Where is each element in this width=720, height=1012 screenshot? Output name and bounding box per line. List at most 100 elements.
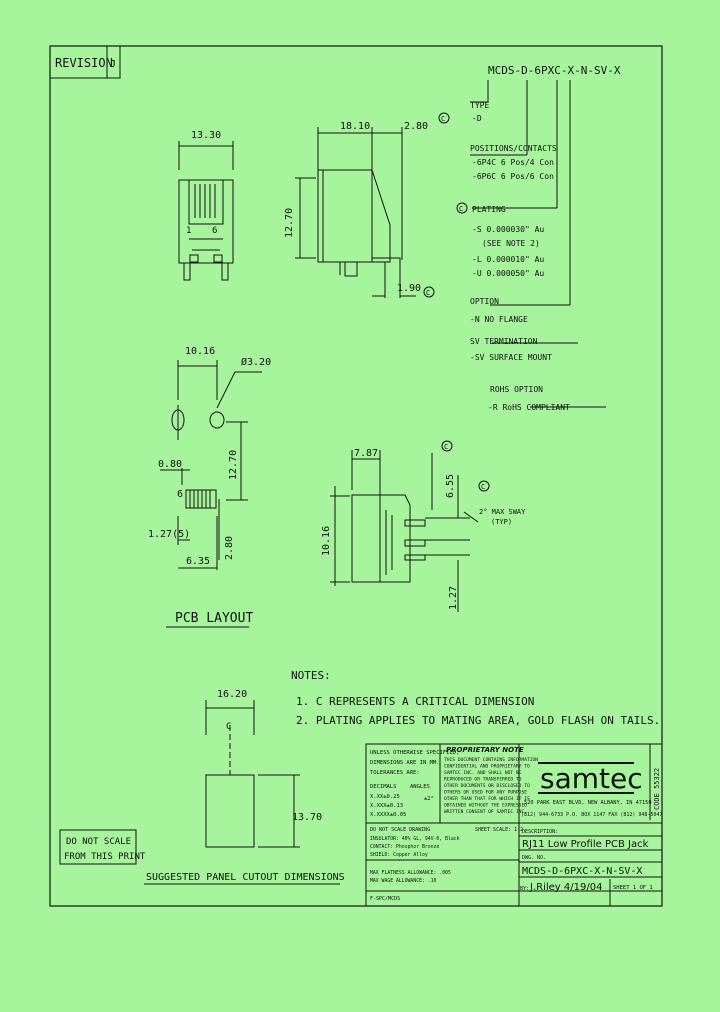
revision-label: REVISION	[55, 56, 113, 70]
proprietary-line: THIS DOCUMENT CONTAINS INFORMATION	[444, 757, 538, 763]
title-block-text: UNLESS OTHERWISE SPECIFIED, DIMENSIONS A…	[370, 746, 662, 902]
pin-label: 6	[212, 226, 217, 236]
panel-cutout	[205, 700, 300, 848]
pin-label: 1	[186, 226, 191, 236]
sway-note: 2° MAX SWAY	[479, 508, 526, 516]
title-block	[365, 743, 663, 907]
plating-title: PLATING	[472, 205, 506, 214]
type-title: TYPE	[470, 101, 489, 110]
dwg-label: DWG. NO.	[522, 855, 546, 861]
termination-value: -SV SURFACE MOUNT	[470, 353, 552, 362]
contact-number: 6	[177, 489, 183, 500]
dim-pcb-635: 6.35	[186, 556, 210, 567]
option-title: OPTION	[470, 297, 499, 306]
dim-pcb-v: 12.70	[228, 450, 239, 480]
dim-width-top: 13.30	[191, 130, 221, 141]
svg-text:C: C	[444, 443, 448, 451]
do-not-scale-line: DO NOT SCALE	[66, 837, 131, 847]
description-label: DESCRIPTION:	[522, 829, 558, 835]
proprietary-title: PROPRIETARY NOTE	[446, 746, 524, 754]
proprietary-line: OTHER THAN THAT FOR WHICH IT IS	[444, 796, 530, 802]
svg-text:C: C	[426, 289, 430, 297]
side-code: CODE 55322	[653, 768, 661, 810]
svg-text:C: C	[441, 115, 445, 123]
termination-title: SV TERMINATION	[470, 337, 538, 346]
pcb-layout	[160, 360, 262, 570]
tolerance-line: TOLERANCES ARE:	[370, 770, 420, 776]
dim-depth: 18.10	[340, 121, 370, 132]
tolerance-line: DIMENSIONS ARE IN MM.	[370, 760, 440, 766]
dim-height: 12.70	[284, 208, 295, 238]
drawn-by: J.Riley 4/19/04	[529, 882, 602, 893]
max-line: MAX WAGE ALLOWANCE: .10	[370, 878, 437, 884]
dim-pcb-pitch: 10.16	[185, 346, 215, 357]
tolerance-line: UNLESS OTHERWISE SPECIFIED,	[370, 750, 459, 756]
sheet-number: SHEET 1 OF 1	[613, 885, 653, 891]
note-item: 2. PLATING APPLIES TO MATING AREA, GOLD …	[296, 714, 660, 727]
proprietary-line: REPRODUCED OR TRANSFERRED TO	[444, 777, 522, 783]
angle-tol: ±2°	[424, 796, 434, 802]
material-line: CONTACT: Phosphor Bronze	[370, 844, 439, 850]
proprietary-line: OBTAINED WITHOUT THE EXPRESSED	[444, 803, 527, 809]
revision-box: REVISION J	[49, 45, 121, 79]
material-line: SHIELD: Copper Alloy	[370, 852, 428, 858]
decimal-tol: X.XXX±0.13	[370, 803, 403, 809]
dim-side-127: 1.27	[448, 586, 459, 610]
front-view	[178, 141, 234, 281]
max-line: MAX FLATNESS ALLOWANCE: .005	[370, 870, 451, 876]
plating-item: (SEE NOTE 2)	[482, 239, 540, 248]
note-item: 1. C REPRESENTS A CRITICAL DIMENSION	[296, 695, 534, 708]
dim-side-655: 6.55	[445, 474, 456, 498]
proprietary-line: OTHERS OR USED FOR ANY PURPOSE	[444, 790, 527, 796]
dim-front: 2.80	[404, 121, 428, 132]
dim-side-1016: 10.16	[321, 526, 332, 556]
proprietary-line: OTHER DOCUMENTS OR DISCLOSED TO	[444, 783, 530, 789]
dim-pcb-127: 1.27(5)	[148, 529, 190, 540]
sheet-border	[49, 45, 663, 907]
proprietary-line: SAMTEC INC. AND SHALL NOT BE	[444, 770, 522, 776]
proprietary-line: WRITTEN CONSENT OF SAMTEC INC.	[444, 809, 527, 815]
dim-pcb-280: 2.80	[224, 536, 235, 560]
critical-mark: C	[226, 722, 231, 732]
dim-cutout-w: 16.20	[217, 689, 247, 700]
part-code-callout: MCDS-D-6PXC-X-N-SV-X	[470, 64, 621, 408]
plating-item: -S 0.000030" Au	[472, 225, 544, 234]
decimals-label: DECIMALS	[370, 784, 397, 790]
proprietary-line: CONFIDENTIAL AND PROPRIETARY TO	[444, 764, 530, 770]
revision-value: J	[110, 59, 116, 70]
rohs-value: -R RoHS COMPLIANT	[488, 403, 570, 412]
plating-item: -L 0.000010" Au	[472, 255, 544, 264]
decimal-tol: X.XX±0.25	[370, 794, 400, 800]
decimal-tol: X.XXXX±0.05	[370, 812, 406, 818]
panel-cutout-label: SUGGESTED PANEL CUTOUT DIMENSIONS	[146, 872, 345, 883]
by-label: BY:	[520, 886, 529, 892]
plating-item: -U 0.000050" Au	[472, 269, 544, 278]
do-not-scale-box: DO NOT SCALE FROM THIS PRINT	[59, 829, 146, 865]
samtec-logo: samtec	[540, 762, 643, 795]
svg-text:C: C	[459, 205, 463, 213]
dim-pcb-hole: 0.80	[158, 459, 182, 470]
address: 520 PARK EAST BLVD, NEW ALBANY, IN 47150	[524, 800, 652, 806]
notes: NOTES: 1. C REPRESENTS A CRITICAL DIMENS…	[291, 669, 660, 727]
dwg-no: MCDS-D-6PXC-X-N-SV-X	[522, 866, 642, 877]
do-not-scale-line: FROM THIS PRINT	[64, 852, 146, 862]
angles-label: ANGLES	[410, 784, 430, 790]
file-ref: F-SPC/MCDS	[370, 896, 400, 902]
dim-side-787: 7.87	[354, 448, 378, 459]
sheet-scale: SHEET SCALE: 1:2	[475, 827, 523, 833]
positions-title: POSITIONS/CONTACTS	[470, 144, 557, 153]
type-value: -D	[472, 114, 482, 123]
terminal-view	[330, 450, 479, 612]
pcb-layout-label: PCB LAYOUT	[175, 611, 253, 626]
phone: (812) 944-6733 P.O. BOX 1147 FAX (812) 9…	[521, 812, 662, 818]
svg-text:C: C	[481, 483, 485, 491]
option-value: -N NO FLANGE	[470, 315, 528, 324]
dim-foot: 1.90	[397, 283, 421, 294]
side-view	[295, 127, 416, 298]
positions-item: -6P6C 6 Pos/6 Con	[472, 172, 554, 181]
notes-title: NOTES:	[291, 669, 331, 682]
part-code: MCDS-D-6PXC-X-N-SV-X	[488, 64, 621, 77]
positions-item: -6P4C 6 Pos/4 Con	[472, 158, 554, 167]
do-not-scale-drawing: DO NOT SCALE DRAWING	[370, 827, 430, 833]
